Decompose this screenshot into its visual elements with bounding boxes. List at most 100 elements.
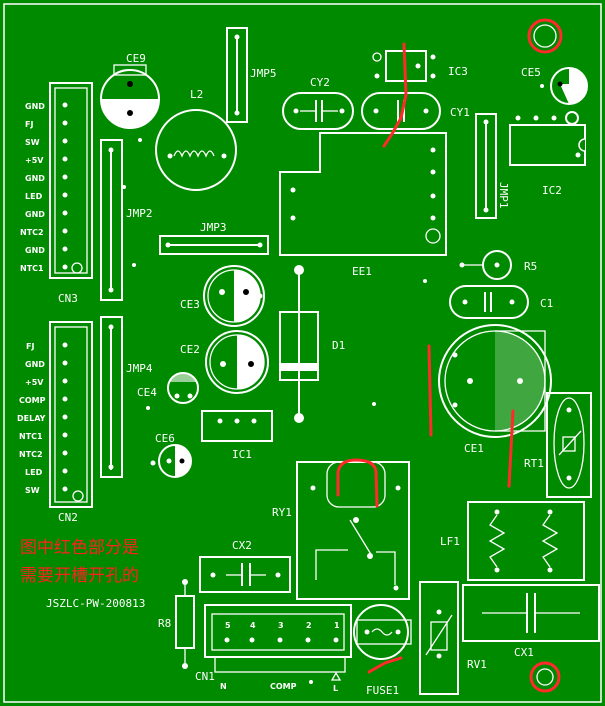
jmp5-jumper xyxy=(226,27,248,123)
rv1-ref: RV1 xyxy=(467,658,487,671)
ee1-ref: EE1 xyxy=(352,265,372,278)
r8-ref: R8 xyxy=(158,617,171,630)
cn1-label-comp: COMP xyxy=(270,682,297,691)
jmp2-jumper xyxy=(100,139,123,301)
cn1-pin-5: 5 xyxy=(225,621,231,630)
cx1-capacitor xyxy=(462,584,600,642)
ry1-relay xyxy=(296,461,410,600)
ic1-ref: IC1 xyxy=(232,448,252,461)
ic2-chip xyxy=(509,115,586,166)
cn3-pin-9: GND xyxy=(25,246,45,255)
misc-vias xyxy=(122,84,544,684)
ce1-ref: CE1 xyxy=(464,442,484,455)
ce9-capacitor xyxy=(100,64,160,129)
ry1-ref: RY1 xyxy=(272,506,292,519)
cn3-pin-8: NTC2 xyxy=(20,228,44,237)
cn2-pin-8: LED xyxy=(25,468,43,477)
cn2-pin-2: GND xyxy=(25,360,45,369)
part-number: JSZLC-PW-200813 xyxy=(46,597,145,610)
cn1-ref: CN1 xyxy=(195,670,215,683)
ce5-ref: CE5 xyxy=(521,66,541,79)
slot-relay xyxy=(336,458,379,508)
ic1-chip xyxy=(201,410,273,442)
slot-ic3 xyxy=(382,42,408,148)
cn3-pin-3: SW xyxy=(25,138,40,147)
ce4-ref: CE4 xyxy=(137,386,157,399)
rt1-ref: RT1 xyxy=(524,457,544,470)
cn3-pin-2: FJ xyxy=(25,120,33,129)
jmp5-ref: JMP5 xyxy=(250,67,277,80)
cn3-pin-7: GND xyxy=(25,210,45,219)
ic2-ref: IC2 xyxy=(542,184,562,197)
fuse1-fuse xyxy=(353,604,412,660)
cn2-pin-7: NTC2 xyxy=(19,450,43,459)
cn1-label-n: N xyxy=(220,682,227,691)
ce2-capacitor xyxy=(205,330,269,394)
ce9-ref: CE9 xyxy=(126,52,146,65)
slot-fuse xyxy=(367,656,403,674)
cn3-pin-6: LED xyxy=(25,192,43,201)
note-line-2: 需要开槽开孔的 xyxy=(20,566,139,586)
ee1-transformer xyxy=(279,132,447,256)
d1-diode xyxy=(279,265,319,423)
jmp3-ref: JMP3 xyxy=(200,221,227,234)
cy1-ref: CY1 xyxy=(450,106,470,119)
cn1-pin-3: 3 xyxy=(278,621,284,630)
l2-ref: L2 xyxy=(190,88,203,101)
c1-capacitor xyxy=(449,285,529,319)
d1-ref: D1 xyxy=(332,339,345,352)
cy2-ref: CY2 xyxy=(310,76,330,89)
ce3-ref: CE3 xyxy=(180,298,200,311)
r5-ref: R5 xyxy=(524,260,537,273)
ic3-ref: IC3 xyxy=(448,65,468,78)
ce2-ref: CE2 xyxy=(180,343,200,356)
ce6-ref: CE6 xyxy=(155,432,175,445)
cn1-pin-1: 1 xyxy=(334,621,340,630)
cx1-ref: CX1 xyxy=(514,646,534,659)
cn3-pin-4: +5V xyxy=(25,156,44,165)
fuse1-ref: FUSE1 xyxy=(366,684,399,697)
jmp4-ref: JMP4 xyxy=(126,362,153,375)
r5-resistor xyxy=(459,250,512,280)
cn1-pin-4: 4 xyxy=(250,621,256,630)
cn2-connector xyxy=(49,321,93,508)
ce1-capacitor xyxy=(438,324,552,438)
lf1-filter xyxy=(467,501,585,581)
rt1-thermistor xyxy=(546,392,592,498)
slot-marks xyxy=(336,42,515,674)
jmp3-jumper xyxy=(159,235,269,255)
ce3-capacitor xyxy=(203,265,265,327)
cn1-connector xyxy=(204,604,352,673)
cn1-pin1-marker xyxy=(330,671,342,681)
cn2-pin-4: COMP xyxy=(19,396,46,405)
cn2-pin-9: SW xyxy=(25,486,40,495)
cn3-pin-10: NTC1 xyxy=(20,264,44,273)
cn1-pin-2: 2 xyxy=(306,621,312,630)
slot-ce1-bottom xyxy=(507,409,515,488)
cn2-pin-3: +5V xyxy=(25,378,44,387)
cn2-pin-labels: FJ GND +5V COMP DELAY NTC1 NTC2 LED SW xyxy=(17,342,46,495)
jmp4-jumper xyxy=(100,316,123,478)
cn2-pin-5: DELAY xyxy=(17,414,46,423)
cn2-pin-6: NTC1 xyxy=(19,432,43,441)
l2-inductor xyxy=(155,109,237,191)
cn3-connector xyxy=(49,82,93,279)
lf1-ref: LF1 xyxy=(440,535,460,548)
board-outline xyxy=(3,3,602,703)
ce4-capacitor xyxy=(167,372,199,404)
cn2-ref: CN2 xyxy=(58,511,78,524)
cn1-label-l: L xyxy=(333,684,338,693)
cn1-pin-numbers: 1 2 3 4 5 xyxy=(225,621,340,630)
cn3-pin-1: GND xyxy=(25,102,45,111)
rv1-varistor xyxy=(419,581,459,695)
cx2-ref: CX2 xyxy=(232,539,252,552)
jmp1-jumper: JMP1 xyxy=(475,113,510,219)
cn3-ref: CN3 xyxy=(58,292,78,305)
r8-resistor xyxy=(175,579,195,669)
jmp2-ref: JMP2 xyxy=(126,207,153,220)
slot-ce1-left xyxy=(427,344,433,437)
mounting-hole-top-right xyxy=(527,18,563,54)
c1-ref: C1 xyxy=(540,297,553,310)
cn3-pin-labels: GND FJ SW +5V GND LED GND NTC2 GND NTC1 xyxy=(20,102,45,273)
